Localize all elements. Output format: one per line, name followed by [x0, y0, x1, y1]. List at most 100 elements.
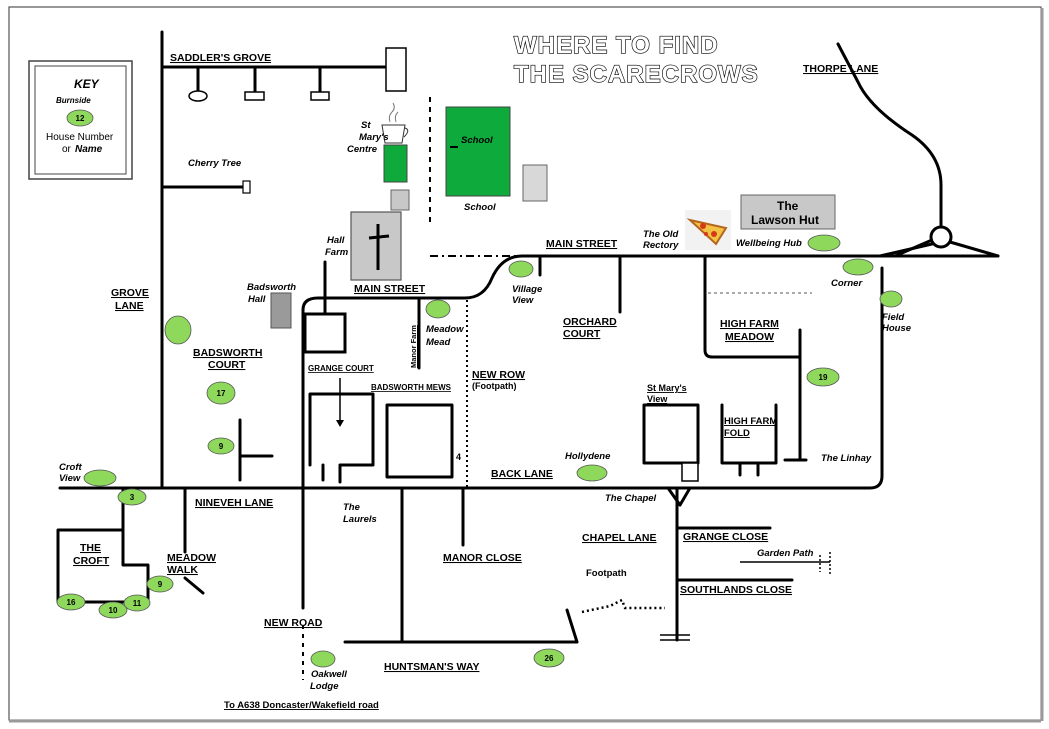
meadow-walk-label-1: MEADOW: [167, 552, 216, 564]
scarecrow-marker: [807, 234, 841, 252]
croft-view-label-2: View: [59, 473, 81, 484]
meadow-mead-label-1: Meadow: [426, 324, 464, 335]
st-marys-view-label-1: St Mary's: [647, 383, 687, 393]
meadow-walk-label-2: WALK: [167, 564, 198, 576]
pizza-slice-icon: [685, 210, 731, 250]
high-farm-meadow-road: [703, 254, 802, 359]
coffee-cup-icon: [381, 102, 409, 144]
footpath-label: Footpath: [586, 568, 627, 579]
new-row-label: NEW ROW: [472, 369, 525, 381]
scarecrow-marker-11: [123, 594, 151, 612]
meadow-mead-label-2: Mead: [426, 337, 450, 348]
map-title-line2: THE SCARECROWS: [514, 61, 759, 88]
school-building: [445, 106, 511, 197]
croft-view-label-1: Croft: [59, 462, 83, 473]
school-below-label: School: [464, 202, 496, 213]
huntsmans-way-label: HUNTSMAN'S WAY: [384, 661, 479, 673]
hall-farm-label-2: Farm: [325, 247, 349, 258]
badsworth-hall-label-1: Badsworth: [247, 282, 296, 293]
manor-close-label: MANOR CLOSE: [443, 552, 522, 564]
number-4-label: 4: [456, 452, 461, 462]
scarecrow-marker-9a: [207, 437, 235, 455]
saddlers-grove-label: SADDLER'S GROVE: [170, 52, 271, 64]
grange-court-label: GRANGE COURT: [308, 364, 374, 373]
the-linhay-label: The Linhay: [821, 453, 872, 464]
marker-3-number: 3: [130, 493, 135, 502]
badsworth-hall-label-2: Hall: [248, 294, 266, 305]
village-view-label-1: Village: [512, 284, 543, 295]
main-street-east-label: MAIN STREET: [546, 238, 618, 250]
key-line2-em: Name: [75, 144, 103, 155]
scarecrow-marker-10: [98, 601, 128, 619]
map-border: [8, 6, 1042, 721]
grange-court-block: [303, 312, 347, 354]
the-laurels-label-1: The: [343, 502, 361, 513]
scarecrow-marker: [879, 290, 903, 308]
key-line2-prefix: or: [62, 144, 72, 155]
thorpe-lane-label: THORPE LANE: [803, 63, 878, 75]
map-title-line1: WHERE TO FIND: [514, 32, 719, 59]
the-laurels-label-2: Laurels: [343, 514, 377, 525]
main-street-west-label: MAIN STREET: [354, 283, 426, 295]
back-lane-label: BACK LANE: [491, 468, 553, 480]
st-marys-view-label-2: View: [647, 394, 668, 404]
key-heading: KEY: [74, 77, 100, 91]
hall-farm-label-1: Hall: [327, 235, 345, 246]
scarecrow-marker: [508, 260, 534, 278]
scarecrow-marker-3: [117, 488, 147, 506]
manor-farm-label: Manor Farm: [409, 325, 418, 368]
high-farm-fold-label-2: FOLD: [724, 428, 750, 439]
village-view-label-2: View: [512, 295, 534, 306]
lawson-hut-label-2: Lawson Hut: [751, 213, 819, 227]
key-sample-number: 12: [76, 114, 85, 123]
marker-19-number: 19: [819, 373, 828, 382]
key-line1: House Number: [46, 132, 114, 143]
chapel-lane-label: CHAPEL LANE: [582, 532, 656, 544]
grange-close-label: GRANGE CLOSE: [683, 531, 768, 543]
marker-16-number: 16: [67, 598, 76, 607]
hollydene-label: Hollydene: [565, 451, 611, 462]
garden-path-label: Garden Path: [757, 548, 814, 559]
the-chapel-label: The Chapel: [605, 493, 657, 504]
st-marys-centre-building: [383, 144, 408, 183]
scarecrow-marker: [842, 258, 874, 276]
the-croft-road: [56, 486, 150, 604]
st-marys-centre-label-1: St: [361, 120, 371, 131]
thorpe-lane-road: [836, 42, 943, 229]
main-street-road: [301, 238, 934, 490]
st-marys-centre-label-2: Mary's: [359, 132, 389, 143]
oakwell-lodge-label-1: Oakwell: [311, 669, 347, 680]
marker-11-number: 11: [133, 599, 142, 608]
scarecrow-marker-17: [206, 381, 236, 405]
the-croft-label-1: THE: [80, 542, 101, 554]
lawson-hut-label-1: The: [777, 199, 799, 213]
road-network: [56, 30, 1000, 680]
scarecrow-marker-26: [533, 648, 565, 668]
high-farm-fold-label-1: HIGH FARM: [724, 416, 777, 427]
old-rectory-label-2: Rectory: [643, 240, 679, 251]
scarecrow-marker-19: [806, 367, 840, 387]
key-box: KEY Burnside 12 House Number or Name: [28, 60, 133, 180]
orchard-court-label-1: ORCHARD: [563, 316, 617, 328]
nineveh-lane-label: NINEVEH LANE: [195, 497, 273, 509]
buildings: [270, 97, 836, 329]
lawson-hut-building: [740, 194, 836, 230]
marker-26-number: 26: [545, 654, 554, 663]
key-sample-name: Burnside: [56, 96, 91, 105]
scarecrow-marker: [576, 464, 608, 482]
scarecrow-marker: [83, 469, 117, 487]
grove-lane-label-2: LANE: [115, 300, 144, 312]
oakwell-lodge-label-2: Lodge: [310, 681, 339, 692]
high-farm-meadow-label-2: MEADOW: [725, 331, 774, 343]
field-house-label-2: House: [882, 323, 912, 334]
school-inner-label: School: [461, 135, 493, 146]
orchard-court-label-2: COURT: [563, 328, 601, 340]
field-house-label-1: Field: [882, 312, 904, 323]
southlands-close-label: SOUTHLANDS CLOSE: [680, 584, 792, 596]
old-rectory-label-1: The Old: [643, 229, 679, 240]
grove-lane-label-1: GROVE: [111, 287, 149, 299]
marker-9a-number: 9: [219, 442, 224, 451]
scarecrow-markers: 17 9 3 9 16 10 11 19 26: [56, 234, 903, 668]
key-sample-marker: [66, 109, 94, 127]
